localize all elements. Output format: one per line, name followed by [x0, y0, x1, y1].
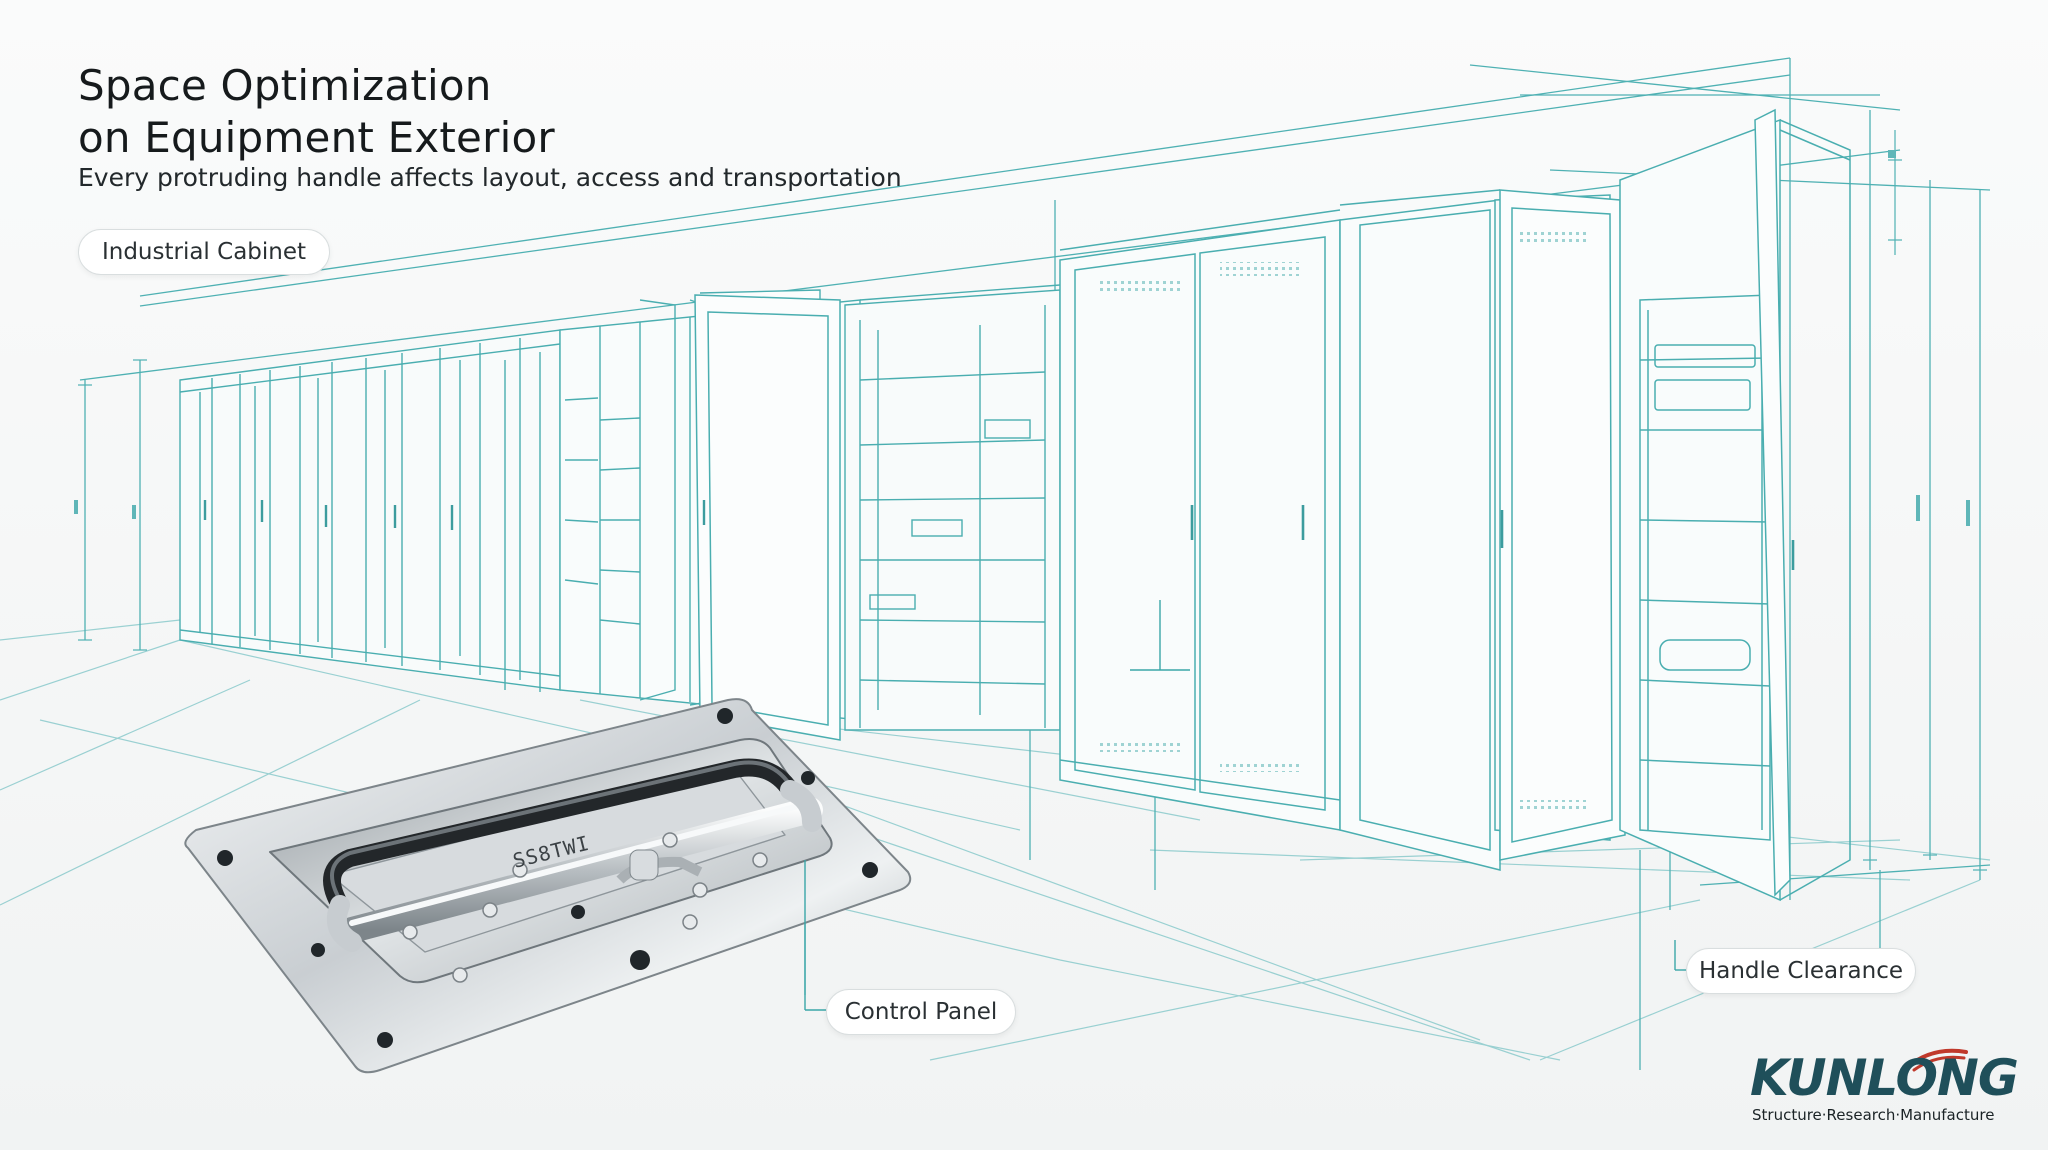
dimension-marks — [74, 150, 1970, 526]
brand-name: KUNLONG — [1750, 1049, 2019, 1107]
cabinet-row-far — [179, 329, 561, 691]
label-handle-clearance: Handle Clearance — [1686, 948, 1916, 994]
page-subtitle: Every protruding handle affects layout, … — [78, 163, 902, 192]
brand-tagline: Structure·Research·Manufacture — [1752, 1106, 1995, 1124]
title-line-2: on Equipment Exterior — [78, 113, 555, 162]
label-control-panel: Control Panel — [826, 989, 1016, 1035]
shelving-unit — [844, 289, 1061, 731]
cabinet-right — [1494, 108, 1851, 902]
cabinet-row-far-handles — [203, 500, 454, 530]
brand-logo: KUNLONG Structure·Research·Manufacture — [1750, 1048, 2019, 1126]
label-industrial-cabinet: Industrial Cabinet — [78, 229, 330, 275]
title-line-1: Space Optimization — [78, 61, 492, 110]
brand-swoosh-icon — [1902, 1048, 1968, 1072]
dimension-lines — [79, 57, 1991, 1070]
recessed-handle-product: SS8TWI — [184, 698, 912, 1074]
page-title: Space Optimization on Equipment Exterior — [78, 60, 555, 164]
open-door — [694, 294, 841, 741]
callout-lines — [804, 600, 1686, 1011]
cabinet-main — [1059, 189, 1501, 871]
